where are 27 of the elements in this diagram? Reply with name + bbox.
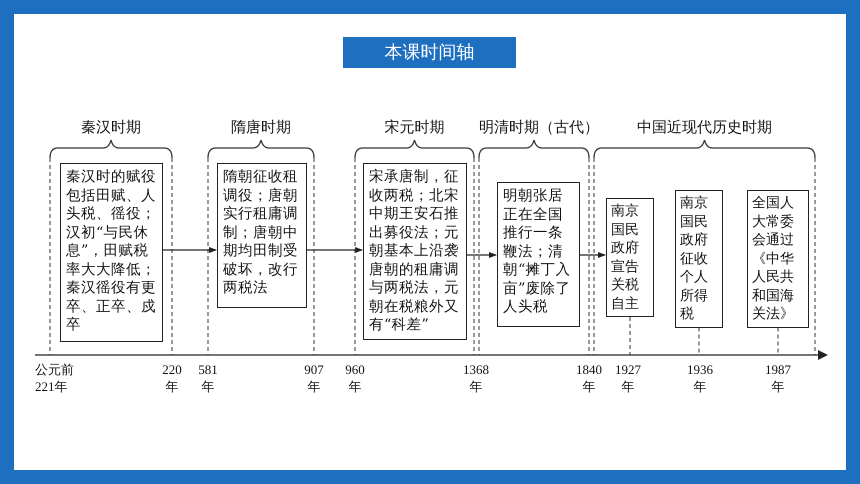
event-box: 秦汉时的赋役包括田赋、人头税、徭役；汉初“与民休息”，田赋税率大大降低；秦汉徭役有更卒、正卒、戍卒 — [60, 163, 163, 342]
arrow — [307, 247, 363, 253]
period-title: 中国近现代历史时期 — [636, 118, 773, 137]
date-label: 581 年 — [197, 361, 219, 395]
date-label: 907 年 — [303, 361, 325, 395]
event-box: 宋承唐制，征收两税；北宋中期王安石推出募役法；元朝基本上沿袭唐朝的租庸调与两税法，元朝在税粮外又有“科差” — [363, 163, 467, 340]
date-label: 1987 年 — [764, 361, 792, 395]
event-box: 全国人大常委会通过《中华人民共和国海关法》 — [747, 190, 809, 328]
date-label: 1368 年 — [462, 361, 490, 395]
event-box: 南京国民政府宣告关税自主 — [606, 198, 654, 317]
period-title: 宋元时期 — [384, 118, 446, 137]
event-box: 隋朝征收租调役；唐朝实行租庸调制；唐朝中期均田制受破坏，改行两税法 — [217, 163, 307, 308]
date-label: 1927 年 — [614, 361, 642, 395]
arrow — [467, 252, 497, 258]
period-title: 秦汉时期 — [80, 118, 142, 137]
event-box: 南京国民政府征收个人所得税 — [675, 190, 723, 328]
date-label: 公元前 221年 — [35, 361, 75, 395]
date-label: 1840 年 — [575, 361, 603, 395]
date-label: 960 年 — [344, 361, 366, 395]
period-title: 隋唐时期 — [230, 118, 292, 137]
arrow — [163, 247, 217, 253]
period-title: 明清时期（古代） — [479, 118, 589, 137]
title-banner: 本课时间轴 — [343, 37, 516, 68]
date-label: 220 年 — [161, 361, 183, 395]
arrow — [580, 252, 606, 258]
event-box: 明朝张居正在全国推行一条鞭法；清朝“摊丁入亩”废除了人头税 — [497, 182, 580, 327]
date-label: 1936 年 — [686, 361, 714, 395]
